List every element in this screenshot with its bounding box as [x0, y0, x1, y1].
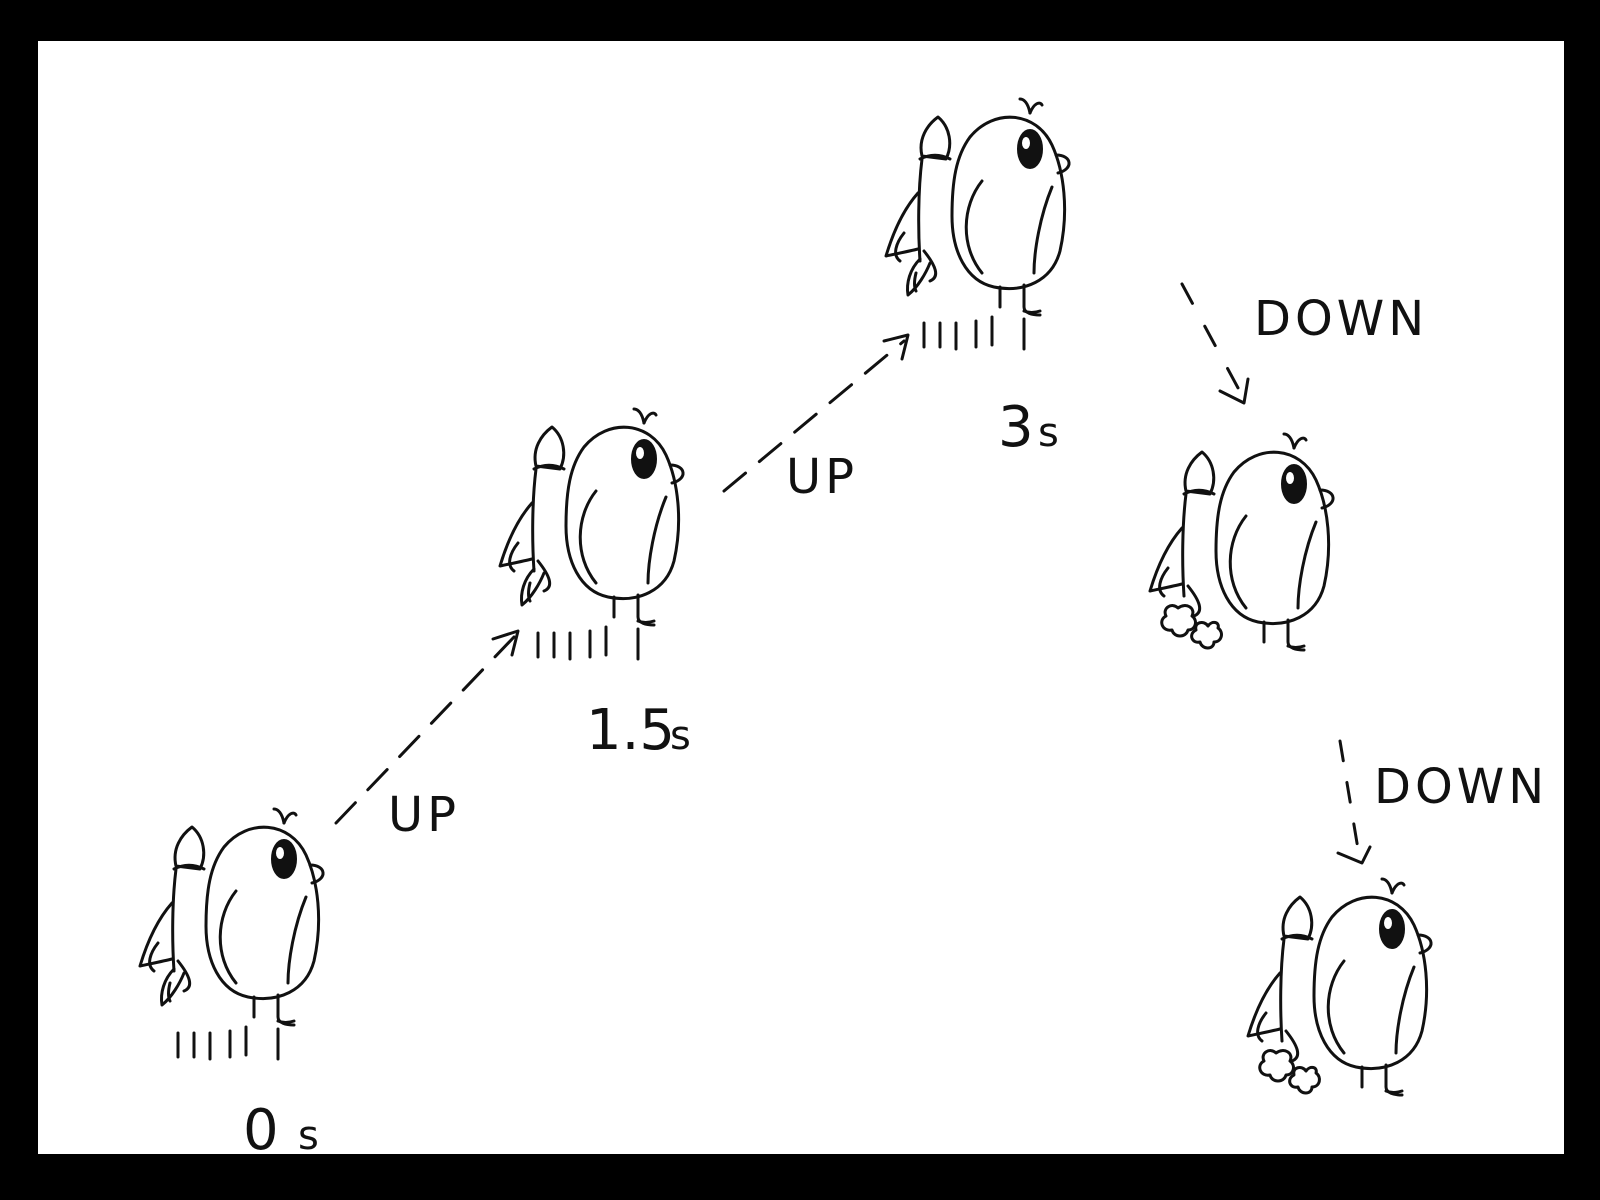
- bird-frame-3s: [884, 97, 1071, 351]
- time-label-0s-unit: s: [298, 1113, 319, 1154]
- drawing-canvas: 0 s 1.5 s 3 s UP UP DOWN: [38, 41, 1564, 1154]
- arrow-up-1: [334, 629, 520, 825]
- time-label-3s-value: 3: [998, 395, 1034, 460]
- arrow-down-1: [1180, 282, 1250, 405]
- time-label-0s-value: 0: [243, 1098, 279, 1154]
- arrow-label-up-1: UP: [388, 787, 460, 843]
- bird-frame-0s: [138, 807, 325, 1061]
- rocket-bird-diagram: 0 s 1.5 s 3 s UP UP DOWN: [138, 97, 1548, 1154]
- time-label-1-5s-unit: s: [670, 713, 691, 759]
- arrow-label-down-2: DOWN: [1374, 759, 1548, 815]
- time-label-1-5s-value: 1.5: [586, 698, 675, 763]
- arrow-label-down-1: DOWN: [1254, 291, 1428, 347]
- arrow-up-2: [722, 333, 910, 493]
- bird-frame-falling-2: [1246, 877, 1433, 1097]
- time-label-3s-unit: s: [1038, 410, 1059, 456]
- bird-frame-1-5s: [498, 407, 685, 661]
- arrow-label-up-2: UP: [786, 449, 858, 505]
- arrow-down-2: [1336, 739, 1372, 865]
- bird-frame-falling-1: [1148, 432, 1335, 652]
